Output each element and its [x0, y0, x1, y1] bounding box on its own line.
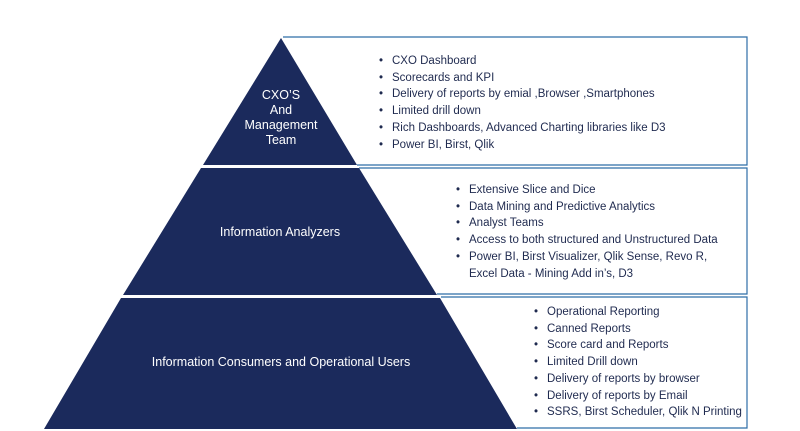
list-item: Rich Dashboards, Advanced Charting libra… [379, 120, 739, 137]
tier-top-frame [283, 36, 748, 166]
list-item: Power BI, Birst, Qlik [379, 137, 739, 154]
tier-bot-bullet-list: Operational Reporting Canned Reports Sco… [534, 304, 749, 421]
tier-mid-label: Information Analyzers [219, 225, 341, 239]
tier-top-bullet-list: CXO Dashboard Scorecards and KPI Deliver… [379, 53, 739, 153]
list-item: Access to both structured and Unstructur… [456, 232, 746, 249]
list-item: Limited drill down [379, 103, 739, 120]
list-item: Extensive Slice and Dice [456, 182, 746, 199]
tier-top-shape [203, 38, 357, 165]
tier-top-label: CXO’S And Management Team [244, 88, 318, 147]
list-item: Limited Drill down [534, 354, 749, 371]
tier-mid-bullet-list: Extensive Slice and Dice Data Mining and… [456, 182, 746, 282]
tier-bot-label: Information Consumers and Operational Us… [151, 355, 411, 369]
list-item: Score card and Reports [534, 337, 749, 354]
list-item: Delivery of reports by Email [534, 388, 749, 405]
tier-mid-frame [359, 167, 748, 295]
list-item: Operational Reporting [534, 304, 749, 321]
list-item: Delivery of reports by browser [534, 371, 749, 388]
list-item: SSRS, Birst Scheduler, Qlik N Printing [534, 404, 749, 421]
list-item: Delivery of reports by emial ,Browser ,S… [379, 86, 739, 103]
list-item: CXO Dashboard [379, 53, 739, 70]
list-item: Scorecards and KPI [379, 70, 739, 87]
list-item: Analyst Teams [456, 215, 746, 232]
list-item: Data Mining and Predictive Analytics [456, 199, 746, 216]
list-item: Canned Reports [534, 321, 749, 338]
tier-mid-shape [123, 168, 437, 295]
tier-bot-shape [44, 298, 517, 429]
list-item: Power BI, Birst Visualizer, Qlik Sense, … [456, 249, 746, 282]
